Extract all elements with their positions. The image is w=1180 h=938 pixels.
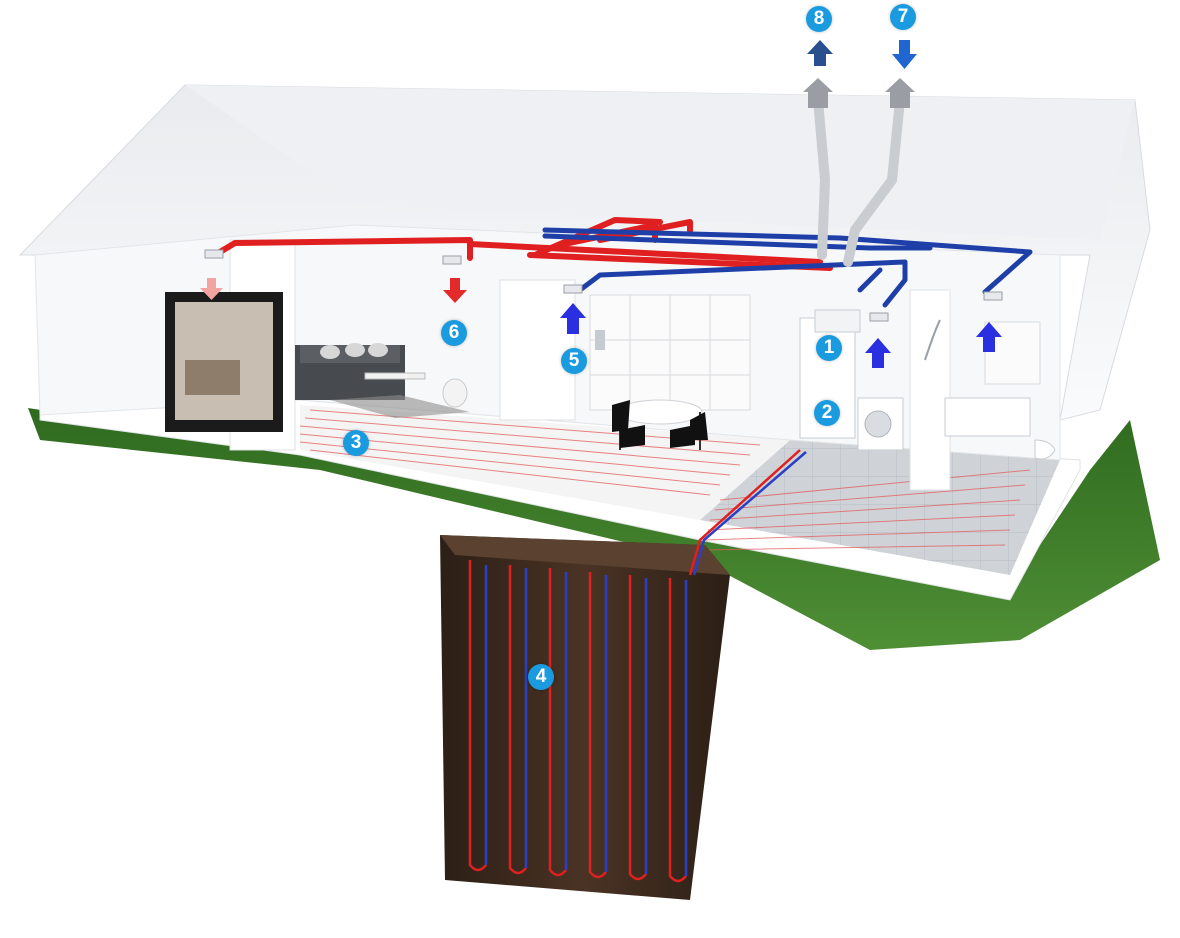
marker-4: 4 bbox=[528, 664, 554, 690]
heat-pump-unit bbox=[799, 309, 861, 439]
floor-slab bbox=[39, 399, 1081, 601]
kitchen-cabinets bbox=[589, 294, 751, 411]
marker-3: 3 bbox=[343, 430, 369, 456]
marker-7: 7 bbox=[890, 4, 916, 30]
arrow-up-icon bbox=[807, 40, 833, 66]
washing-machine bbox=[857, 397, 904, 451]
roof-vents bbox=[803, 78, 915, 108]
dining-table bbox=[612, 399, 708, 450]
bedroom-window bbox=[165, 292, 283, 432]
marker-2: 2 bbox=[814, 400, 840, 426]
bathroom-fixtures bbox=[924, 319, 1056, 460]
arrow-up-icon bbox=[976, 322, 1002, 352]
arrow-down-icon bbox=[200, 278, 223, 300]
grass-ground bbox=[28, 408, 1160, 650]
marker-5: 5 bbox=[561, 348, 587, 374]
arrow-down-icon bbox=[443, 278, 467, 303]
arrow-up-icon bbox=[560, 303, 586, 334]
ceiling-valves bbox=[204, 249, 1003, 322]
arrow-down-icon bbox=[892, 40, 917, 69]
marker-6: 6 bbox=[441, 320, 467, 346]
extract-air-ducts bbox=[542, 227, 1033, 308]
living-room-furniture bbox=[295, 343, 470, 418]
ground-collector-soil bbox=[440, 535, 730, 900]
arrow-up-icon bbox=[865, 338, 891, 368]
marker-1: 1 bbox=[816, 335, 842, 361]
marker-8: 8 bbox=[806, 6, 832, 32]
roof-ducts bbox=[813, 95, 905, 267]
underfloor-heating-loops bbox=[299, 409, 1031, 551]
ground-collector-pipes bbox=[468, 449, 807, 883]
